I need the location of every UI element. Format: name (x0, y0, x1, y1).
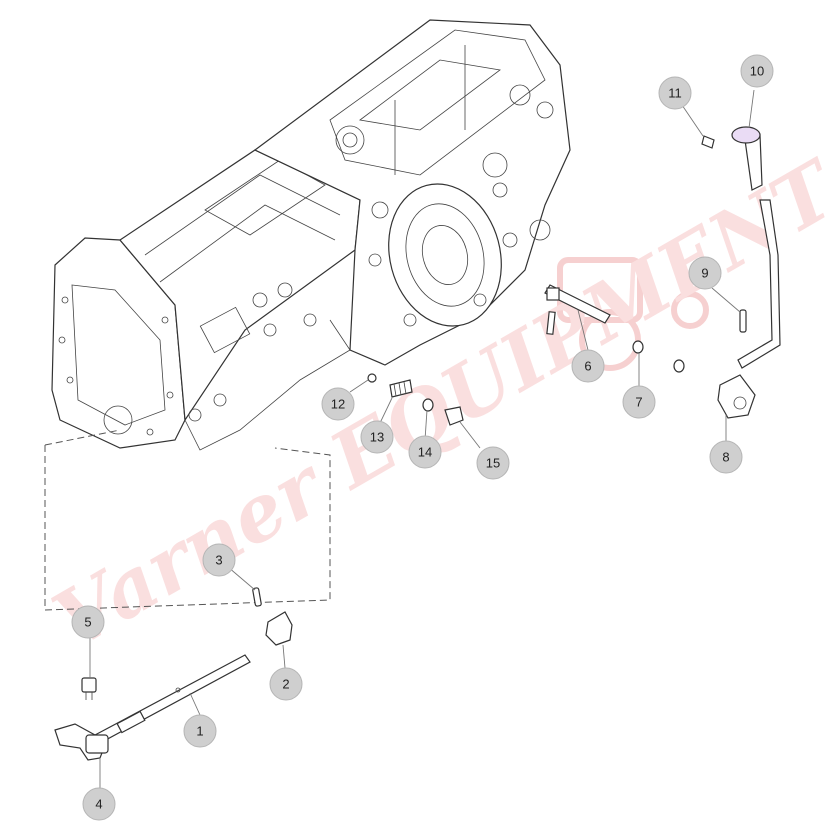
callout-8: 8 (709, 440, 743, 474)
leader-lines (89, 89, 755, 788)
callout-6: 6 (571, 349, 605, 383)
callout-3: 3 (202, 543, 236, 577)
svg-text:7: 7 (635, 395, 642, 410)
shaft-6 (544, 284, 611, 335)
pin-3 (252, 587, 262, 607)
pin-9 (739, 309, 747, 333)
svg-text:9: 9 (701, 266, 708, 281)
svg-text:2: 2 (282, 677, 289, 692)
shift-rod (94, 654, 251, 743)
callout-4: 4 (82, 787, 116, 821)
svg-text:3: 3 (215, 553, 222, 568)
callout-11: 11 (658, 76, 692, 110)
callouts: 1 2 3 4 5 6 7 8 9 10 11 12 13 14 15 (71, 54, 774, 821)
callout-15: 15 (476, 446, 510, 480)
svg-text:8: 8 (722, 450, 729, 465)
screw-11 (701, 135, 715, 149)
transmission-housing (51, 19, 571, 451)
set-screw (81, 677, 97, 700)
svg-text:13: 13 (370, 430, 384, 445)
collar (265, 611, 293, 646)
detail-outline (44, 445, 331, 611)
lever-hub-8 (717, 374, 756, 419)
svg-text:1: 1 (196, 724, 203, 739)
callout-2: 2 (269, 667, 303, 701)
svg-text:14: 14 (418, 445, 432, 460)
svg-text:12: 12 (331, 397, 345, 412)
svg-text:5: 5 (84, 615, 91, 630)
plunger-parts (367, 373, 464, 426)
shift-lever (731, 126, 781, 369)
callout-7: 7 (622, 385, 656, 419)
callout-5: 5 (71, 605, 105, 639)
callout-9: 9 (688, 256, 722, 290)
shift-fork (54, 723, 109, 761)
svg-text:10: 10 (750, 64, 764, 79)
callout-1: 1 (183, 714, 217, 748)
svg-text:11: 11 (668, 86, 682, 101)
washers-7 (632, 340, 685, 373)
svg-text:15: 15 (486, 456, 500, 471)
callout-10: 10 (740, 54, 774, 88)
callout-13: 13 (360, 420, 394, 454)
callout-14: 14 (408, 435, 442, 469)
callout-12: 12 (321, 387, 355, 421)
svg-text:4: 4 (95, 797, 102, 812)
svg-text:6: 6 (584, 359, 591, 374)
